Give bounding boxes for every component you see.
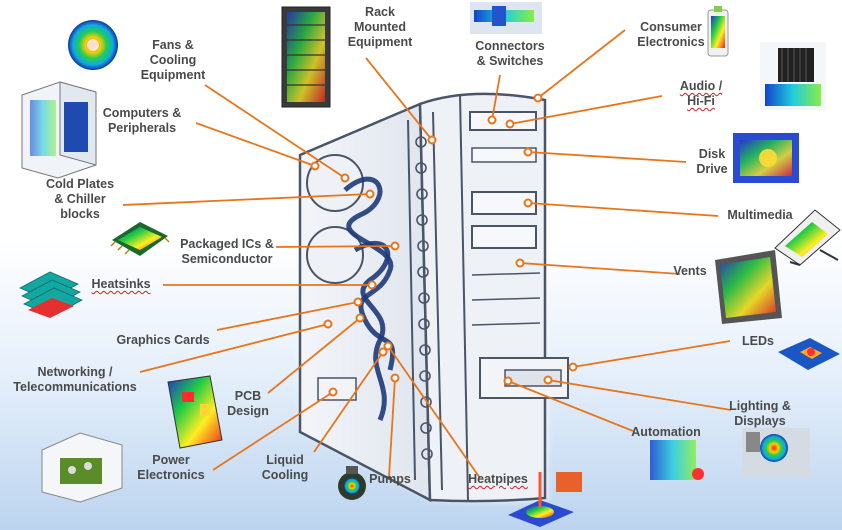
label-heatpipes: Heatpipes (468, 472, 528, 486)
power-supply-icon (41, 432, 123, 503)
automation-unit-icon (650, 440, 704, 480)
fan-icon (68, 20, 118, 70)
heatpipe-icon (508, 472, 582, 527)
disk-drive-icon (733, 133, 799, 183)
label-lighting-displays: Lighting & Displays (729, 399, 791, 428)
label-pumps: Pumps (369, 472, 411, 486)
label-disk-drive: Disk Drive (696, 147, 728, 176)
connector-switch-icon (470, 2, 542, 34)
lamp-icon (742, 428, 810, 476)
label-power-electronics: Power Electronics (137, 453, 205, 482)
label-liquid-cooling: Liquid Cooling (261, 453, 309, 482)
label-pcb-design: PCB Design (227, 389, 269, 418)
heatsink-icon (19, 271, 83, 318)
server-rack-icon (281, 6, 331, 108)
label-automation: Automation (631, 425, 701, 439)
cold-plate-icon (110, 222, 170, 256)
mobile-phone-icon (707, 6, 729, 57)
computer-tower-icon (21, 81, 97, 179)
label-rack-mounted: Rack Mounted Equipment (347, 5, 413, 49)
label-vents: Vents (673, 264, 707, 278)
speaker-icon (760, 42, 826, 110)
label-fans-cooling: Fans & Cooling Equipment (140, 38, 206, 82)
label-heatsinks: Heatsinks (91, 277, 151, 291)
projector-icon (774, 209, 841, 266)
label-audio-hifi-text: Audio / Hi-Fi (679, 79, 723, 108)
label-consumer-electronics: Consumer Electronics (637, 20, 705, 49)
led-icon (778, 338, 840, 370)
pump-icon (338, 466, 366, 500)
pcb-board-icon (167, 375, 223, 449)
label-computers-peripherals: Computers & Peripherals (102, 106, 182, 135)
label-leds: LEDs (742, 334, 774, 348)
label-multimedia: Multimedia (727, 208, 793, 222)
display-panel-icon (715, 250, 782, 324)
leader-lines (122, 29, 732, 479)
label-cold-plates: Cold Plates & Chiller blocks (45, 177, 115, 221)
label-connectors-switches: Connectors & Switches (475, 39, 545, 68)
label-packaged-ics: Packaged ICs & Semiconductor (180, 237, 274, 266)
label-graphics-cards: Graphics Cards (116, 333, 210, 347)
label-networking: Networking / Telecommunications (13, 365, 137, 394)
leader-endpoints (310, 93, 578, 397)
